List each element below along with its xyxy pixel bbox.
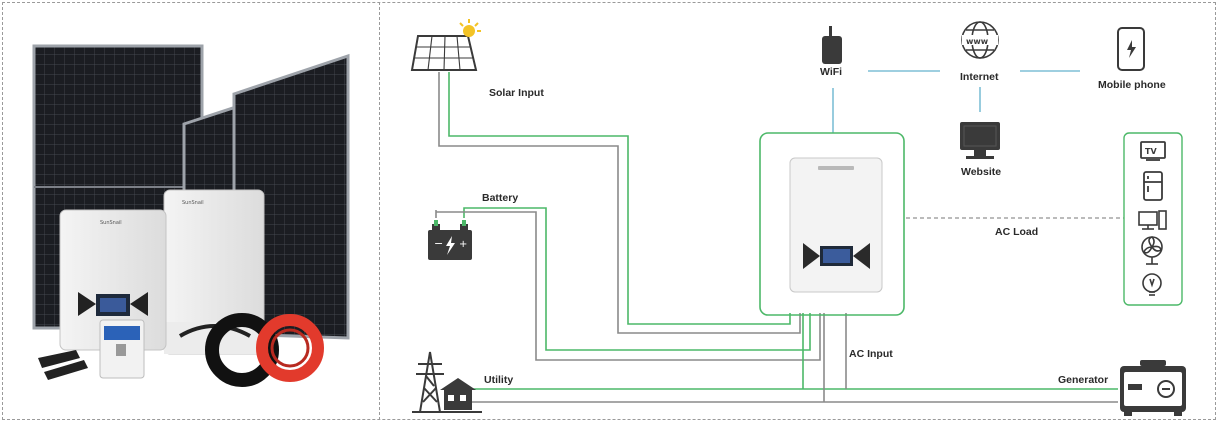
internet-label: Internet bbox=[960, 71, 999, 83]
sun-icon bbox=[459, 19, 481, 37]
generator-icon bbox=[1120, 360, 1186, 416]
light-bulb-icon bbox=[1142, 273, 1162, 296]
solar-input-label: Solar Input bbox=[489, 87, 544, 99]
inverter-brand-mark: SunSnail bbox=[100, 220, 122, 226]
inverter-icon bbox=[789, 157, 883, 293]
cable-red bbox=[256, 314, 324, 382]
system-diagram: − + bbox=[381, 4, 1215, 418]
ac-load-panel bbox=[1123, 132, 1183, 306]
svg-text:TV: TV bbox=[1145, 147, 1157, 156]
image-frame bbox=[2, 2, 1216, 420]
computer-icon bbox=[1138, 210, 1167, 230]
battery-brand-mark: SunSnail bbox=[182, 200, 204, 206]
ac-input-label: AC Input bbox=[849, 348, 893, 360]
mobile-phone-icon bbox=[1117, 27, 1145, 71]
panel-divider bbox=[379, 2, 380, 420]
mobile-phone-label: Mobile phone bbox=[1098, 79, 1166, 91]
wifi-router-icon bbox=[822, 26, 842, 64]
fridge-icon bbox=[1143, 171, 1163, 201]
generator-label: Generator bbox=[1058, 374, 1109, 386]
battery-icon: − + bbox=[428, 220, 472, 260]
internet-globe-icon: www bbox=[961, 21, 999, 59]
svg-text:−: − bbox=[434, 237, 443, 250]
tv-icon: TV bbox=[1140, 141, 1166, 161]
solar-panel-icon bbox=[410, 35, 478, 71]
website-label: Website bbox=[961, 166, 1002, 178]
ac-load-label: AC Load bbox=[995, 226, 1039, 238]
house-icon bbox=[440, 378, 476, 410]
mc4-connectors bbox=[38, 350, 88, 380]
fan-icon bbox=[1141, 236, 1163, 265]
website-monitor-icon bbox=[960, 122, 1000, 159]
wiring bbox=[435, 70, 1124, 403]
svg-text:+: + bbox=[459, 239, 467, 250]
product-photo: SunSnail SunSnail bbox=[32, 44, 350, 387]
wifi-label: WiFi bbox=[820, 66, 843, 78]
inverter-outline bbox=[759, 132, 905, 316]
battery-label: Battery bbox=[482, 192, 519, 204]
utility-label: Utility bbox=[484, 374, 514, 386]
inverter-unit-photo: SunSnail bbox=[59, 209, 167, 351]
circuit-breaker bbox=[99, 319, 145, 379]
utility-tower-icon bbox=[416, 351, 444, 413]
svg-text:www: www bbox=[966, 37, 989, 46]
